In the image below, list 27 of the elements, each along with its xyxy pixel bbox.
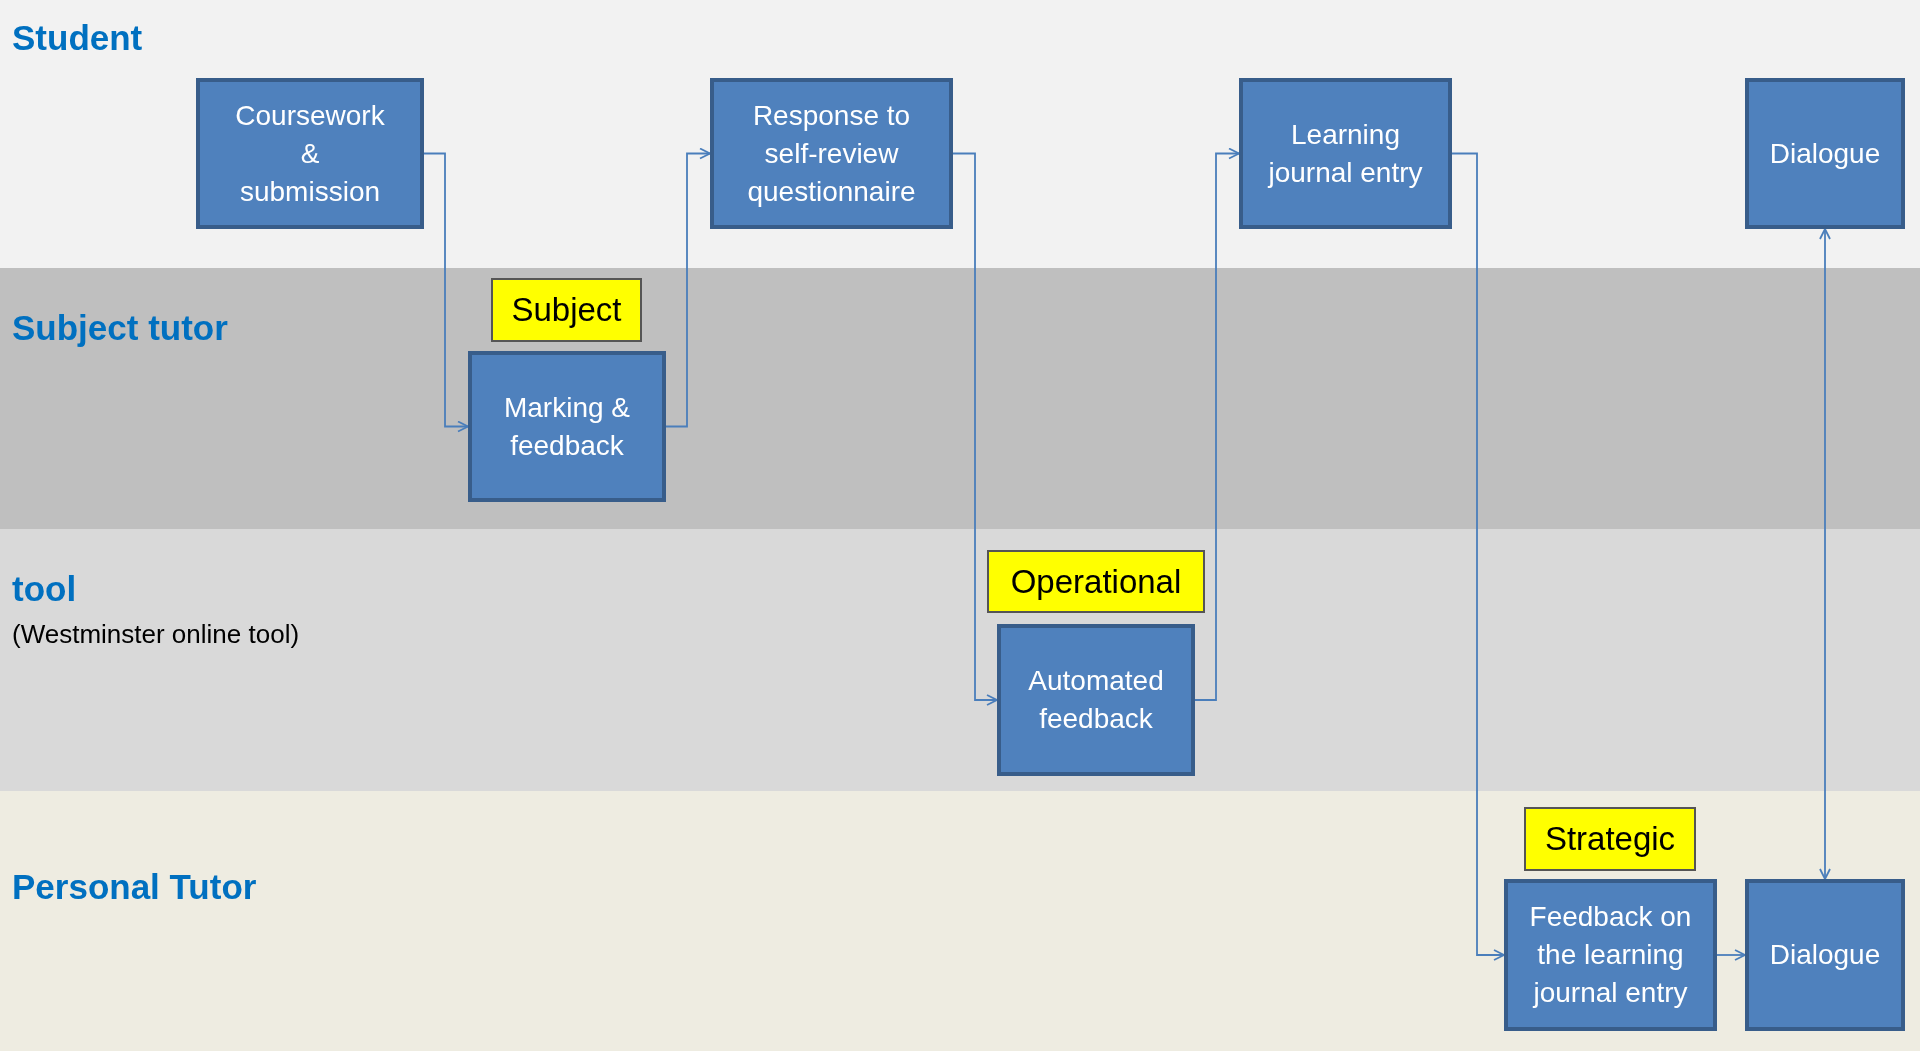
process-box: Learning journal entry [1239, 78, 1452, 229]
arrow [1819, 228, 1831, 880]
swimlane [0, 529, 1920, 791]
arrow [1451, 152, 1505, 961]
process-box: Feedback on the learning journal entry [1504, 879, 1717, 1031]
arrow [423, 152, 469, 433]
swimlane [0, 0, 1920, 268]
lane-title: tool [12, 569, 77, 609]
lane-title: Subject tutor [12, 308, 228, 348]
swimlane [0, 791, 1920, 1051]
process-box: Dialogue [1745, 78, 1905, 229]
category-tag: Subject [491, 278, 642, 342]
category-tag: Operational [987, 550, 1205, 613]
arrow [952, 152, 998, 706]
arrow [1716, 949, 1746, 961]
process-box: Automated feedback [997, 624, 1195, 776]
process-box: Response to self-review questionnaire [710, 78, 953, 229]
process-box: Dialogue [1745, 879, 1905, 1031]
process-box: Coursework & submission [196, 78, 424, 229]
arrow [1194, 147, 1240, 701]
category-tag: Strategic [1524, 807, 1696, 871]
process-box: Marking & feedback [468, 351, 666, 502]
arrow [665, 147, 711, 428]
lane-subtitle: (Westminster online tool) [12, 619, 300, 650]
swimlane [0, 268, 1920, 529]
lane-title: Student [12, 18, 143, 58]
lane-title: Personal Tutor [12, 867, 257, 907]
